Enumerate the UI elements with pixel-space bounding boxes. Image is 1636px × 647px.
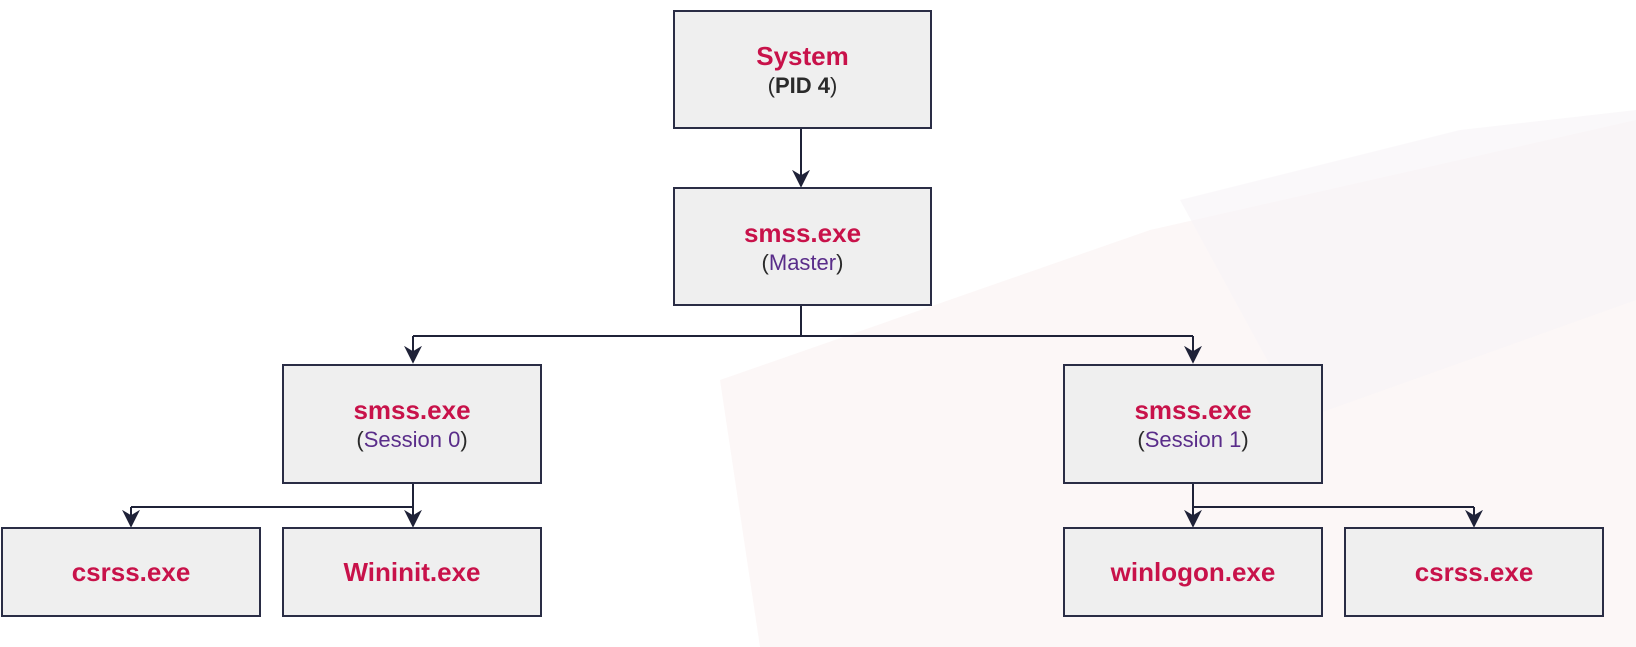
node-subtitle-text: Session 0 bbox=[363, 427, 461, 452]
node-title: Wininit.exe bbox=[343, 557, 481, 587]
node-smss-session1: smss.exe (Session 1) bbox=[1063, 364, 1323, 484]
node-smss-master: smss.exe (Master) bbox=[673, 187, 932, 306]
node-title: smss.exe bbox=[743, 217, 862, 248]
node-title: csrss.exe bbox=[1414, 557, 1534, 587]
node-wininit: Wininit.exe bbox=[282, 527, 542, 617]
node-smss-session0: smss.exe (Session 0) bbox=[282, 364, 542, 484]
node-system: System (PID 4) bbox=[673, 10, 932, 129]
node-title: smss.exe bbox=[1134, 395, 1252, 425]
node-subtitle: (PID 4) bbox=[767, 72, 838, 98]
node-title: System bbox=[756, 40, 849, 71]
node-subtitle: (Session 0) bbox=[356, 427, 468, 452]
node-csrss-session0: csrss.exe bbox=[1, 527, 261, 617]
node-subtitle-text: Session 1 bbox=[1144, 427, 1242, 452]
node-subtitle-text: Master bbox=[768, 249, 837, 275]
node-csrss-session1: csrss.exe bbox=[1344, 527, 1604, 617]
node-subtitle: (Session 1) bbox=[1137, 427, 1249, 452]
node-subtitle-text: PID 4 bbox=[774, 72, 831, 98]
node-subtitle: (Master) bbox=[761, 249, 844, 275]
node-title: csrss.exe bbox=[71, 557, 191, 587]
node-title: winlogon.exe bbox=[1110, 557, 1276, 587]
node-winlogon: winlogon.exe bbox=[1063, 527, 1323, 617]
node-title: smss.exe bbox=[353, 395, 471, 425]
